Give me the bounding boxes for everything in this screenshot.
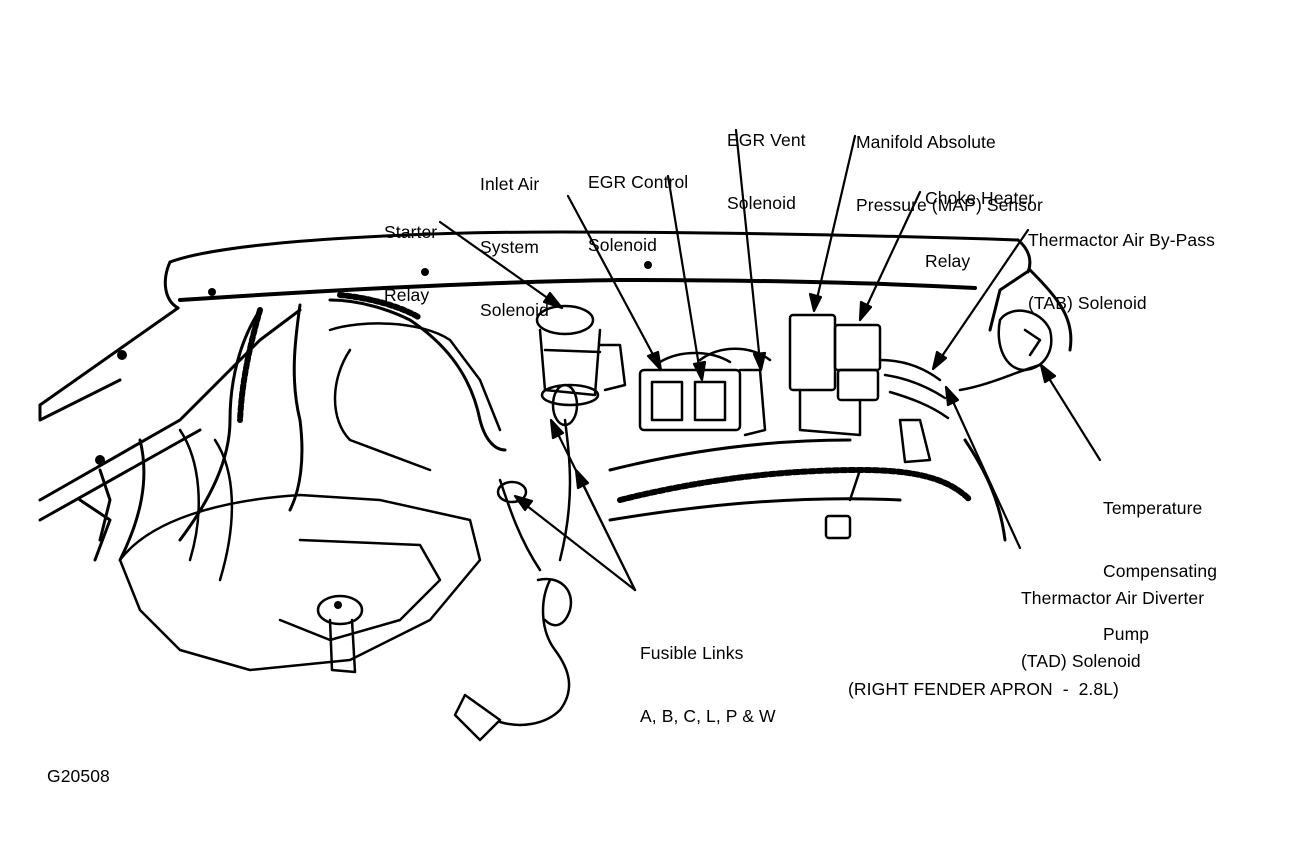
- leader-lines: [438, 128, 1102, 592]
- label-egr-control-solenoid: EGR Control Solenoid: [588, 130, 688, 298]
- label-tab-solenoid: Thermactor Air By-Pass (TAB) Solenoid: [1028, 188, 1215, 356]
- label-line: Fusible Links: [640, 643, 744, 663]
- label-line: Relay: [925, 251, 971, 271]
- label-fusible-links: Fusible Links A, B, C, L, P & W: [640, 601, 776, 769]
- label-line: Pump: [1103, 624, 1150, 644]
- label-line: Temperature: [1103, 498, 1203, 518]
- figure-id: G20508: [47, 766, 110, 786]
- label-tad-solenoid: Thermactor Air Diverter (TAD) Solenoid: [1021, 546, 1204, 714]
- label-inlet-air-system-solenoid: Inlet Air System Solenoid: [480, 132, 549, 363]
- label-line: Pressure (MAP) Sensor: [856, 195, 1043, 215]
- label-line: System: [480, 237, 539, 257]
- label-line: EGR Control: [588, 172, 689, 192]
- temp-pump-shape: [958, 309, 1053, 392]
- label-line: Solenoid: [480, 300, 549, 320]
- inner-fender: [118, 322, 502, 674]
- fender-apron-outline: [38, 230, 1073, 542]
- bolt-marks: [95, 261, 652, 609]
- label-line: (TAD) Solenoid: [1021, 651, 1141, 671]
- label-line: Manifold Absolute: [856, 132, 996, 152]
- label-line: Choke Heater: [925, 188, 1035, 208]
- label-map-sensor: Manifold Absolute Pressure (MAP) Sensor: [856, 90, 1043, 258]
- label-line: Solenoid: [727, 193, 796, 213]
- starter-relay-shape: [535, 304, 627, 427]
- label-line: Solenoid: [588, 235, 657, 255]
- label-line: (TAB) Solenoid: [1028, 293, 1147, 313]
- caption: (RIGHT FENDER APRON - 2.8L): [848, 679, 1119, 699]
- label-choke-heater-relay: Choke Heater Relay: [925, 146, 1034, 314]
- label-line: Compensating: [1103, 561, 1218, 581]
- label-line: Inlet Air: [480, 174, 540, 194]
- solenoid-cluster: [638, 313, 950, 540]
- fusible-link-wires: [453, 418, 573, 742]
- label-temperature-compensating-pump: Temperature Compensating Pump: [1103, 456, 1217, 687]
- label-starter-relay: Starter Relay: [384, 180, 437, 348]
- label-line: Thermactor Air By-Pass: [1028, 230, 1215, 250]
- wiring-harness: [78, 292, 973, 562]
- label-line: Starter: [384, 222, 438, 242]
- label-line: A, B, C, L, P & W: [640, 706, 776, 726]
- label-line: Relay: [384, 285, 430, 305]
- label-line: Thermactor Air Diverter: [1021, 588, 1205, 608]
- label-line: EGR Vent: [727, 130, 806, 150]
- label-egr-vent-solenoid: EGR Vent Solenoid: [727, 88, 806, 256]
